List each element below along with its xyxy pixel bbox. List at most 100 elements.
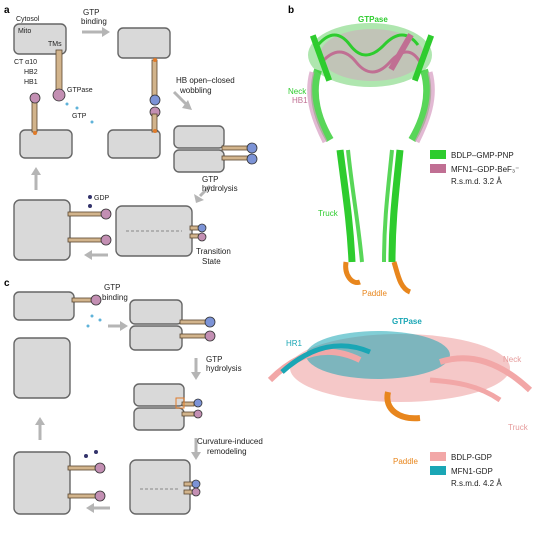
- c-membrane-1: [13, 291, 75, 321]
- hinge-dot: [153, 129, 157, 133]
- trunk-right-b: [382, 149, 394, 263]
- hb-arm-3: [221, 145, 249, 151]
- arrow-head: [86, 503, 94, 513]
- paddle-label: Paddle: [362, 289, 387, 298]
- trunk-left: [336, 149, 356, 263]
- trunk-left-b: [346, 149, 364, 263]
- gtp-binding-label-1: GTP: [83, 8, 99, 17]
- gdp-label: GDP: [94, 195, 110, 202]
- gtpase-domain-5: [100, 208, 112, 220]
- bottom-cyan-body: [306, 331, 450, 379]
- gdp-dot: [88, 204, 92, 208]
- c-gtpase-4b: [191, 487, 201, 497]
- c-membrane-4: [129, 459, 191, 515]
- tms-label: TMs: [48, 41, 62, 48]
- gtpase-domain-4: [197, 223, 207, 233]
- panel-a: a Cytosol Mito TMs CT α10 HB2 HB1 GTPase…: [4, 5, 258, 266]
- panel-b-top: b GTPase Neck HB1 Truck Paddle BDLP–GMP-…: [288, 5, 519, 298]
- gtpase-domain-3b: [246, 153, 258, 165]
- arrow-head: [191, 452, 201, 460]
- legend-swatch-bdlp-gdp: [430, 452, 446, 461]
- arrow-head: [35, 417, 45, 425]
- mito-label: Mito: [18, 28, 31, 35]
- legend-bdlp-gmp-label: BDLP–GMP-PNP: [451, 151, 514, 160]
- truck-label: Truck: [318, 209, 339, 218]
- gtpase-top-label: GTPase: [358, 15, 388, 24]
- panel-a-label: a: [4, 5, 10, 16]
- hb-arm-1: [55, 49, 63, 91]
- c-gtpase-3: [193, 398, 203, 408]
- hb2-label: HB2: [24, 69, 38, 76]
- paddle-left: [343, 261, 361, 285]
- legend-swatch-mfn1-gdp: [430, 164, 446, 173]
- arrow-hb-wobbling: [172, 90, 188, 106]
- arrow-head: [194, 194, 204, 203]
- neck-left: [310, 68, 334, 143]
- c-gtpase-1: [90, 294, 102, 306]
- hinge-box: [175, 397, 185, 409]
- gdp-dot: [94, 450, 98, 454]
- hb-wobbling-label-2: wobbling: [179, 86, 212, 95]
- gtpase-domain-2: [149, 94, 161, 106]
- c-membrane-3a: [133, 383, 185, 407]
- legend-swatch-bdlp-gmp: [430, 150, 446, 159]
- gtp-dot: [86, 324, 90, 328]
- hb1-label-b: HB1: [292, 96, 308, 105]
- truck-bottom-label: Truck: [508, 423, 529, 432]
- mito-membrane-1: [13, 23, 67, 55]
- legend-mfn1-gdp-bottom-label: MFN1-GDP: [451, 467, 493, 476]
- rmsd-bottom: R.s.m.d. 4.2 Å: [451, 479, 502, 488]
- gtp-dot: [65, 102, 69, 106]
- gtpase-domain-4b: [197, 232, 207, 242]
- c-membrane-1b: [13, 337, 71, 399]
- mito-membrane-2a: [117, 27, 171, 59]
- hb-arm-3b: [221, 155, 249, 161]
- hb-arm-5: [67, 211, 105, 217]
- c-hydrolysis-2: hydrolysis: [206, 364, 242, 373]
- arm-right-pink: [439, 355, 533, 393]
- mito-membrane-3b: [173, 149, 225, 173]
- panel-b-label: b: [288, 5, 294, 16]
- gtp-binding-label-2: binding: [81, 17, 107, 26]
- c-arm-3b: [181, 411, 195, 417]
- mito-membrane-1b: [19, 129, 73, 159]
- hinge-dot: [153, 58, 157, 62]
- paddle-bottom: [384, 391, 421, 422]
- arrow-gtp-hydrolysis: [198, 184, 212, 198]
- legend-swatch-mfn1-gdp-bottom: [430, 466, 446, 475]
- hb-arm-1b: [31, 99, 38, 133]
- gtpase-domain-1b: [29, 92, 41, 104]
- c-gtpase-3b: [193, 409, 203, 419]
- c-gtpase-5b: [94, 490, 106, 502]
- gtpase-domain-5b: [100, 234, 112, 246]
- gdp-dot: [84, 454, 88, 458]
- arm-left-cyan: [280, 343, 371, 374]
- rmsd-top: R.s.m.d. 3.2 Å: [451, 177, 502, 186]
- mito-membrane-3a: [173, 125, 225, 149]
- c-curvature-2: remodeling: [207, 447, 247, 456]
- legend-bdlp-gdp-label: BDLP-GDP: [451, 453, 492, 462]
- c-curvature-1: Curvature-induced: [197, 437, 263, 446]
- helix-pink: [320, 50, 422, 74]
- panel-c-label: c: [4, 278, 10, 289]
- c-gtpase-2: [204, 316, 216, 328]
- c-hydrolysis-1: GTP: [206, 355, 222, 364]
- hr1-label: HR1: [286, 339, 303, 348]
- hb-wobbling-label-1: HB open–closed: [176, 76, 235, 85]
- c-gtpase-5: [94, 462, 106, 474]
- c-membrane-5: [13, 451, 71, 515]
- transition-label-2: State: [202, 257, 221, 266]
- hinge-dot: [33, 131, 37, 135]
- ct-a10-label: CT α10: [14, 59, 37, 66]
- arrow-head: [84, 250, 92, 260]
- transition-label-1: Transition: [196, 247, 231, 256]
- arrow-head: [31, 167, 41, 175]
- trunk-right: [388, 149, 404, 263]
- arrow-head: [120, 321, 128, 331]
- c-arm-2b: [179, 333, 207, 339]
- arm-right-pink-b: [429, 377, 502, 403]
- c-membrane-3b: [133, 407, 185, 431]
- gtp-dot: [90, 314, 94, 318]
- c-membrane-2a: [129, 299, 183, 325]
